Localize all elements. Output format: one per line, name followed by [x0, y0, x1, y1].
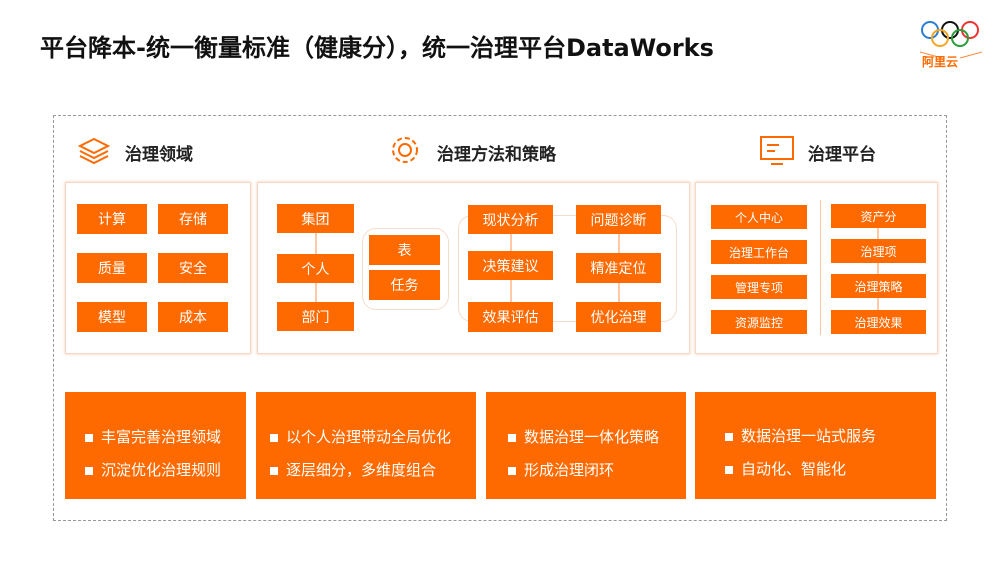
layers-icon [78, 137, 110, 165]
summary-box: 数据治理一站式服务 自动化、智能化 [695, 392, 936, 499]
object-item: 表 [369, 235, 440, 265]
cycle-item: 现状分析 [468, 205, 553, 234]
summary-line: 丰富完善治理领域 [85, 426, 246, 447]
platform-item: 治理效果 [831, 310, 926, 334]
summary-line: 沉淀优化治理规则 [85, 459, 246, 480]
summary-line: 逐层细分，多维度组合 [270, 459, 476, 480]
section-title-domain: 治理领域 [125, 145, 193, 165]
gear-icon [392, 137, 418, 163]
connector [877, 228, 879, 318]
domain-item: 模型 [77, 302, 147, 332]
cycle-item: 优化治理 [576, 302, 661, 332]
page-title: 平台降本-统一衡量标准（健康分），统一治理平台DataWorks [40, 34, 714, 62]
cycle-item: 效果评估 [468, 302, 553, 332]
summary-line: 数据治理一站式服务 [725, 425, 936, 446]
org-item: 个人 [277, 254, 354, 283]
logo-text: 阿里云 [922, 55, 959, 69]
summary-box: 以个人治理带动全局优化 逐层细分，多维度组合 [256, 392, 476, 499]
platform-item: 资源监控 [711, 310, 807, 334]
object-item: 任务 [369, 270, 440, 300]
cycle-group [458, 215, 677, 322]
diagram-frame [53, 115, 947, 521]
platform-item: 治理项 [831, 239, 926, 263]
domain-item: 成本 [158, 302, 228, 332]
alibaba-cloud-logo: 阿里云 [912, 18, 992, 73]
domain-item: 存储 [158, 204, 228, 234]
summary-box: 丰富完善治理领域 沉淀优化治理规则 [65, 392, 246, 499]
object-group [362, 228, 449, 310]
monitor-icon [760, 136, 794, 165]
summary-box: 数据治理一体化策略 形成治理闭环 [486, 392, 686, 499]
summary-line: 以个人治理带动全局优化 [270, 426, 476, 447]
domain-item: 质量 [77, 253, 147, 283]
summary-line: 自动化、智能化 [725, 458, 936, 479]
section-title-platform: 治理平台 [808, 145, 876, 165]
cycle-item: 问题诊断 [576, 205, 661, 234]
divider [820, 200, 821, 335]
cycle-item: 精准定位 [576, 253, 661, 283]
section-title-method: 治理方法和策略 [437, 145, 556, 165]
summary-line: 数据治理一体化策略 [508, 426, 686, 447]
platform-item: 管理专项 [711, 275, 807, 299]
platform-item: 治理策略 [831, 274, 926, 298]
platform-item: 治理工作台 [711, 240, 807, 264]
domain-item: 计算 [77, 204, 147, 234]
olympic-rings-icon [919, 21, 983, 59]
platform-item: 资产分 [831, 204, 926, 228]
summary-line: 形成治理闭环 [508, 459, 686, 480]
domain-item: 安全 [158, 253, 228, 283]
cycle-item: 决策建议 [468, 251, 553, 280]
org-item: 部门 [277, 302, 354, 331]
platform-item: 个人中心 [711, 205, 807, 229]
org-item: 集团 [277, 204, 354, 233]
